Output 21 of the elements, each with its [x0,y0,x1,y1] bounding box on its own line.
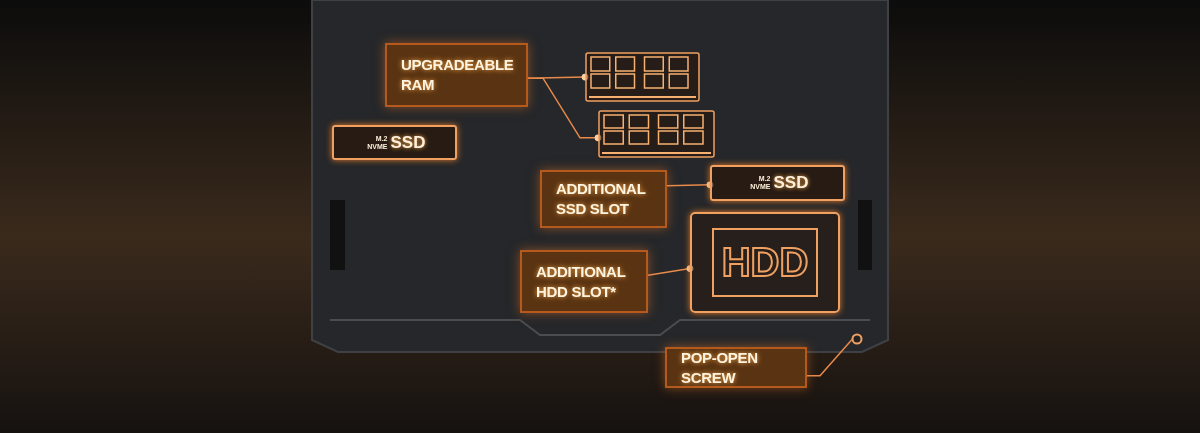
ssd-text: SSD [390,132,426,153]
ssd-card-drawing [332,125,457,160]
leader-line [647,265,694,276]
callout-label [385,43,528,107]
callout-label [520,250,648,313]
ssd-card-drawing [710,165,845,201]
hdd-text: HDD [711,228,819,297]
leader-line [666,181,714,189]
hdd-drawing [690,212,840,313]
leader-line [806,338,853,377]
callout-label [665,347,807,388]
callout-text: UPGRADEABLE RAM [401,55,514,95]
callout-text: ADDITIONAL HDD SLOT* [536,261,627,302]
callout-text: POP-OPEN SCREW [681,347,759,388]
callout-label [540,170,667,228]
callout-text: ADDITIONAL SSD SLOT [556,179,647,219]
ram-module-drawing [598,110,715,158]
leader-line [527,77,602,142]
ssd-text: SSD [773,173,809,193]
screw-icon [851,331,863,343]
ram-module-drawing [585,52,700,102]
